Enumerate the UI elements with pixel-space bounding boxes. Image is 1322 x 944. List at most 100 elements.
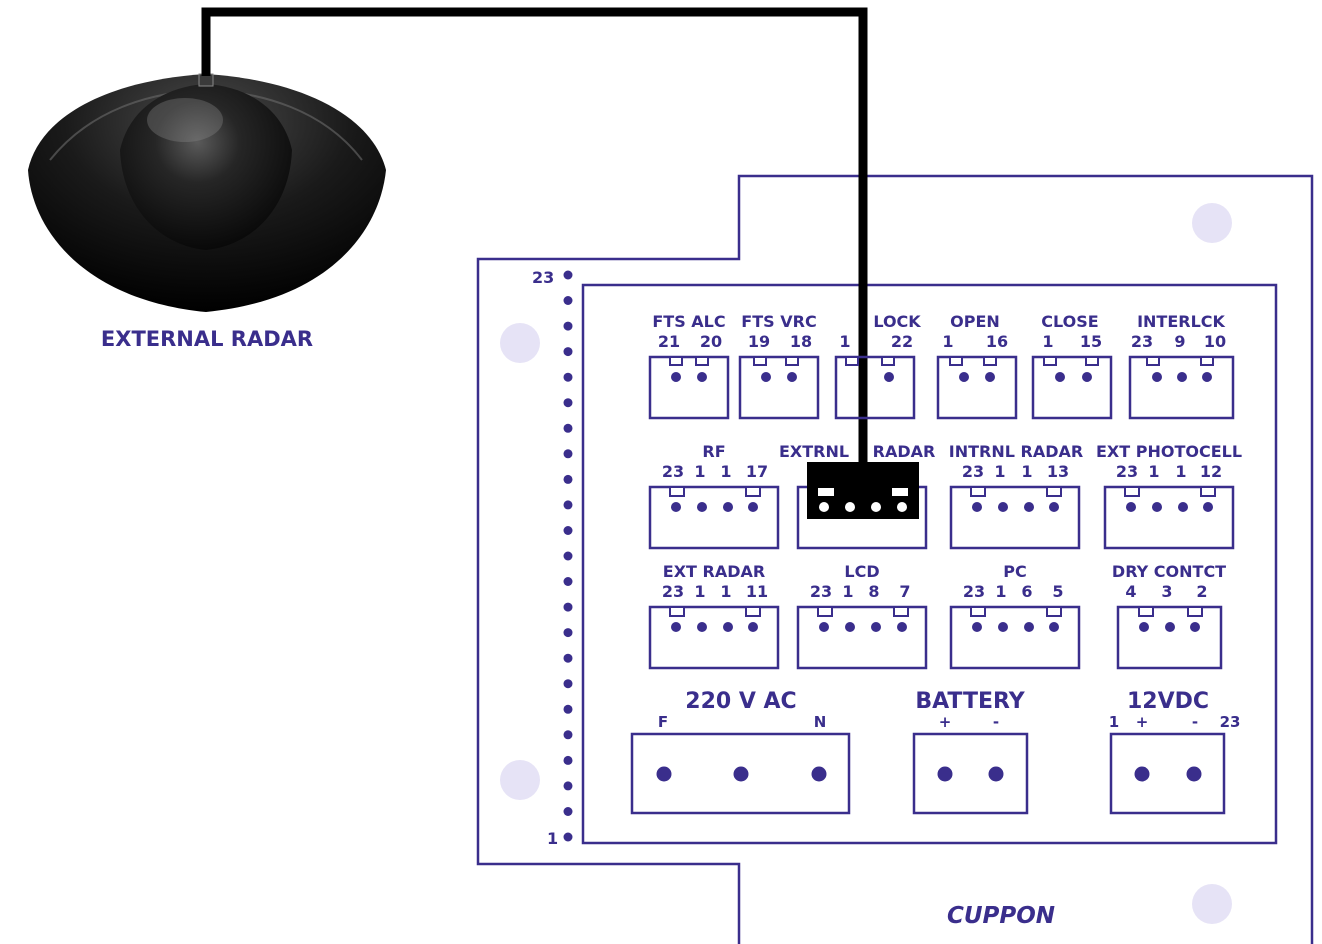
pin-strip-dot <box>563 551 573 561</box>
polarity-key <box>881 356 895 366</box>
pin-dot <box>985 372 995 382</box>
pin-number: 16 <box>986 332 1008 351</box>
terminal-screw <box>656 766 672 782</box>
terminal-screw <box>937 766 953 782</box>
polarity-key <box>745 606 761 617</box>
connector-housing <box>648 485 780 550</box>
pin-number: 11 <box>746 582 768 601</box>
polarity-key <box>1046 606 1062 617</box>
pin-number: 17 <box>746 462 768 481</box>
connector-rf: RF 23 1 1 17 <box>648 442 780 550</box>
connector-housing <box>949 485 1081 550</box>
connector-label: EXT PHOTOCELL <box>1096 442 1242 461</box>
connector-lock: LOCK 1 22 <box>834 312 921 420</box>
pin-number: 1 <box>942 332 953 351</box>
pin-dot <box>1049 622 1059 632</box>
pin-dot <box>671 622 681 632</box>
connector-housing <box>1031 355 1113 420</box>
pin-dot <box>1139 622 1149 632</box>
connector-housing <box>648 605 780 670</box>
pin-strip-dot <box>563 449 573 459</box>
connector-label: LCD <box>844 562 879 581</box>
pin-number: 19 <box>748 332 770 351</box>
pin-dot <box>671 502 681 512</box>
pin-number: 6 <box>1021 582 1032 601</box>
connector-housing <box>648 355 730 420</box>
pin-dot <box>1177 372 1187 382</box>
radar-dome <box>120 84 292 250</box>
pin-number: 7 <box>899 582 910 601</box>
connector-ext-photocell: EXT PHOTOCELL 23 1 1 12 <box>1096 442 1242 550</box>
pin-dot <box>1165 622 1175 632</box>
terminal-battery: BATTERY + - <box>912 689 1029 815</box>
pin-number: 1 <box>1175 462 1186 481</box>
pin-dot <box>897 502 907 512</box>
pin-dot <box>819 622 829 632</box>
connector-extrnl-radar: EXTRNL RADAR <box>779 442 936 550</box>
pin-strip-dot <box>563 474 573 484</box>
polarity-key <box>745 486 761 497</box>
board-outline <box>476 174 1314 944</box>
terminal-pin-label: F <box>658 713 668 731</box>
connector-housing <box>949 605 1081 670</box>
pin-dot <box>998 622 1008 632</box>
connector-label: EXT RADAR <box>663 562 765 581</box>
pin-dot <box>845 622 855 632</box>
pin-strip-dot <box>563 653 573 663</box>
external-radar-device: EXTERNAL RADAR <box>28 73 386 351</box>
polarity-key <box>753 356 767 366</box>
terminal-block <box>630 732 851 815</box>
pin-dot <box>1203 502 1213 512</box>
polarity-key <box>1200 356 1214 366</box>
pin-dot <box>671 372 681 382</box>
connector-housing <box>796 605 928 670</box>
pin-dot <box>972 622 982 632</box>
pin-number: 1 <box>1042 332 1053 351</box>
mounting-hole <box>500 760 540 800</box>
control-board <box>476 174 1314 944</box>
pin-number: 1 <box>839 332 850 351</box>
pin-number: 3 <box>1161 582 1172 601</box>
terminal-pin-label: + <box>1136 713 1149 731</box>
pin-strip-dot <box>563 807 573 816</box>
terminal-label: BATTERY <box>915 689 1025 714</box>
pin-strip-dot <box>563 679 573 689</box>
pin-number: 18 <box>790 332 812 351</box>
pin-strip-dot <box>563 781 573 791</box>
terminal-pin-label: - <box>1192 713 1198 731</box>
polarity-key <box>669 606 685 617</box>
connector-label: RADAR <box>873 442 936 461</box>
polarity-key <box>949 356 963 366</box>
connector-housing <box>1103 485 1235 550</box>
terminal-pin-label: N <box>814 713 827 731</box>
mounting-hole <box>1192 884 1232 924</box>
connector-pc: PC 23 1 6 5 <box>949 562 1081 670</box>
polarity-key <box>818 488 834 496</box>
terminal-screw <box>811 766 827 782</box>
pin-number: 23 <box>662 582 684 601</box>
pin-dot <box>697 372 707 382</box>
pin-dot <box>871 502 881 512</box>
pin-number: 1 <box>994 462 1005 481</box>
brand-logo-text: CUPPON <box>947 903 1055 929</box>
terminal-screw <box>1134 766 1150 782</box>
pin-strip-dot <box>563 270 573 280</box>
pin-strip-dot <box>563 704 573 714</box>
connector-fts-alc: FTS ALC 21 20 <box>648 312 730 420</box>
terminal-label: 12VDC <box>1127 689 1209 714</box>
connector-label: EXTRNL <box>779 442 849 461</box>
terminal-pin-label: + <box>939 713 952 731</box>
pin-number: 23 <box>963 582 985 601</box>
connector-label: FTS VRC <box>741 312 816 331</box>
pin-number: 1 <box>720 582 731 601</box>
terminal-label: 220 V AC <box>685 689 796 714</box>
connector-housing <box>1116 605 1223 670</box>
pin-dot <box>897 622 907 632</box>
pin-number: 22 <box>891 332 913 351</box>
pin-dot <box>959 372 969 382</box>
terminal-12vdc: 12VDC 1 + - 23 <box>1109 689 1240 815</box>
pin-strip-dot <box>563 372 573 382</box>
inner-panel <box>581 283 1278 845</box>
connector-lcd: LCD 23 1 8 7 <box>796 562 928 670</box>
pin-number: 15 <box>1080 332 1102 351</box>
